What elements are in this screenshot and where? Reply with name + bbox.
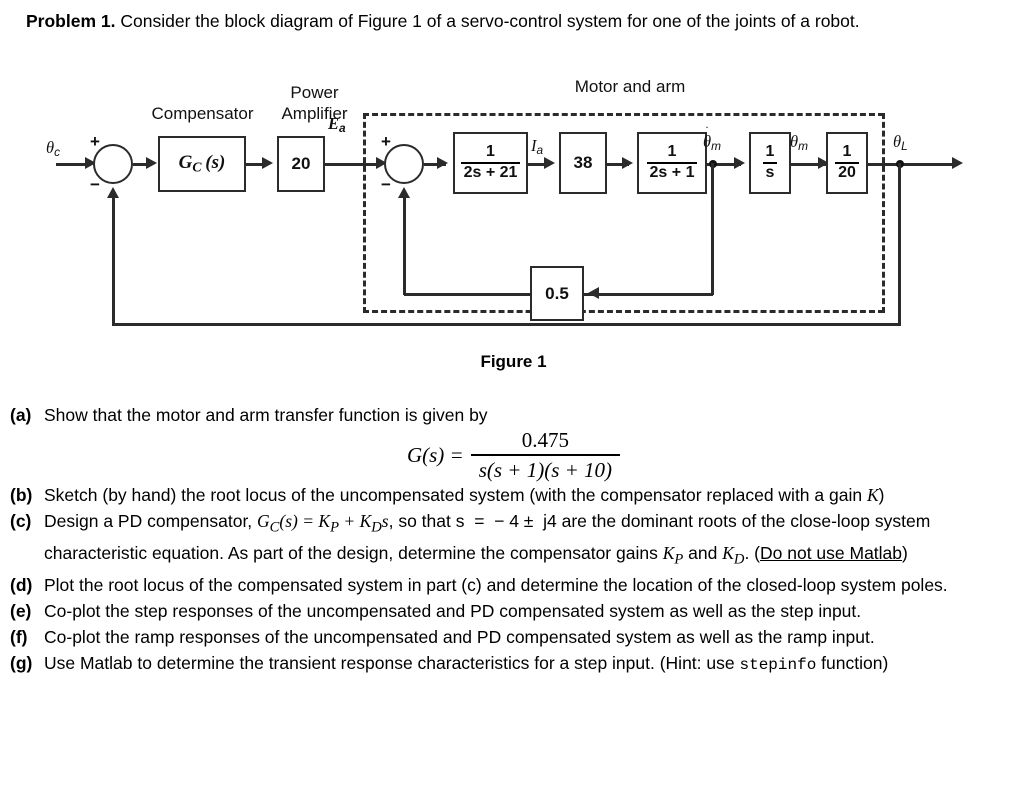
wire-mechanical-to-integrator: [707, 163, 741, 166]
arrow-into-inner-sum: [398, 187, 410, 198]
block-mechanical-dynamics: 1 2s + 1: [637, 132, 707, 194]
problem-label: Problem 1.: [26, 11, 116, 31]
list-item-f: (f) Co-plot the ramp responses of the un…: [10, 625, 1020, 650]
electrical-numerator: 1: [486, 143, 495, 161]
problem-text: Consider the block diagram of Figure 1 o…: [120, 11, 860, 31]
signal-label-ea: Ea: [328, 114, 346, 135]
item-tag-c: (c): [10, 511, 32, 531]
wire-tach-up-to-inner-sum: [403, 198, 406, 295]
label-compensator: Compensator: [151, 104, 254, 123]
label-motor-and-arm: Motor and arm: [574, 77, 686, 96]
item-tag-g: (g): [10, 653, 33, 673]
electrical-denominator: 2s + 21: [460, 162, 521, 182]
wire-compensator-to-amplifier: [246, 163, 266, 166]
item-tag-f: (f): [10, 627, 28, 647]
summing-junction-inner: [384, 144, 424, 184]
arrow-to-inner-sum: [376, 157, 387, 169]
wire-gain-to-mechanical: [607, 163, 629, 166]
item-tag-e: (e): [10, 601, 32, 621]
equation-lhs: G(s) =: [406, 442, 464, 467]
figure-caption: Figure 1: [480, 352, 547, 371]
arrow-input: [85, 157, 96, 169]
wire-amplifier-to-inner-sum: [325, 163, 381, 166]
gear-ratio-denominator: 20: [835, 162, 859, 182]
problem-statement: Problem 1. Consider the block diagram of…: [26, 8, 986, 35]
list-item-g: (g) Use Matlab to determine the transien…: [10, 651, 1020, 678]
motor-arm-boundary-bottom: [363, 310, 884, 313]
arrow-to-amplifier: [262, 157, 273, 169]
wire-electrical-to-gain: [528, 163, 550, 166]
problem-parts: (a) Show that the motor and arm transfer…: [10, 403, 1020, 679]
wire-integrator-to-gearratio: [791, 163, 826, 166]
signal-label-theta-m: θm: [790, 132, 809, 153]
list-item-c: (c) Design a PD compensator, GC(s) = KP …: [10, 509, 1020, 572]
wire-input: [56, 163, 86, 166]
block-compensator: GC (s): [158, 136, 246, 192]
block-tach-feedback: 0.5: [530, 266, 584, 321]
motor-arm-boundary-left: [363, 113, 366, 313]
arrow-to-electrical: [437, 157, 448, 169]
sign-outer-plus: +: [90, 132, 100, 151]
wire-outer-feedback-up: [112, 198, 115, 325]
list-item-a: (a) Show that the motor and arm transfer…: [10, 403, 1020, 428]
arrow-to-mechanical: [622, 157, 633, 169]
sign-inner-plus: +: [381, 132, 391, 151]
wire-outer-feedback-down: [898, 163, 901, 325]
wire-tach-takeoff-down: [711, 163, 714, 295]
item-text-a: Show that the motor and arm transfer fun…: [44, 405, 488, 425]
arrow-into-tach-block: [588, 287, 599, 299]
block-gear-ratio: 1 20: [826, 132, 868, 194]
block-torque-constant: 38: [559, 132, 607, 194]
item-text-d: Plot the root locus of the compensated s…: [44, 575, 948, 595]
wire-output: [868, 163, 958, 166]
item-text-c: Design a PD compensator, GC(s) = KP + KD…: [44, 511, 931, 567]
item-text-f: Co-plot the ramp responses of the uncomp…: [44, 627, 875, 647]
signal-label-theta-c: θc: [46, 138, 61, 159]
mechanical-numerator: 1: [667, 143, 677, 161]
item-tag-b: (b): [10, 485, 33, 505]
integrator-numerator: 1: [765, 143, 775, 161]
arrow-into-outer-sum: [107, 187, 119, 198]
wire-error-to-compensator: [133, 163, 151, 166]
block-integrator: 1 s: [749, 132, 791, 194]
summing-junction-outer: [93, 144, 133, 184]
wire-outer-feedback-bottom: [112, 323, 901, 326]
label-power-amplifier-line1: Power: [290, 83, 339, 102]
list-item-b: (b) Sketch (by hand) the root locus of t…: [10, 483, 1020, 508]
wire-tach-block-to-left: [404, 293, 530, 296]
arrow-to-integrator: [734, 157, 745, 169]
equation-denominator: s(s + 1)(s + 10): [470, 454, 621, 482]
integrator-denominator: s: [762, 162, 778, 182]
item-text-e: Co-plot the step responses of the uncomp…: [44, 601, 862, 621]
arrow-to-torque-gain: [544, 157, 555, 169]
motor-arm-boundary-top: [363, 113, 884, 116]
sign-inner-minus: −: [381, 175, 391, 194]
signal-label-ia: Ia: [531, 136, 544, 157]
motor-arm-boundary-right: [882, 113, 885, 313]
block-diagram: Compensator Power Amplifier Motor and ar…: [0, 70, 1027, 350]
arrow-to-compensator: [146, 157, 157, 169]
arrow-to-gear-ratio: [818, 157, 829, 169]
wire-inner-sum-to-electrical: [424, 163, 446, 166]
mechanical-denominator: 2s + 1: [646, 162, 698, 182]
block-electrical-dynamics: 1 2s + 21: [453, 132, 528, 194]
label-power-amplifier-line2: Amplifier: [281, 104, 348, 123]
block-power-amplifier: 20: [277, 136, 325, 192]
list-item-e: (e) Co-plot the step responses of the un…: [10, 599, 1020, 624]
list-item-d: (d) Plot the root locus of the compensat…: [10, 573, 1020, 598]
arrow-output: [952, 157, 963, 169]
item-tag-a: (a): [10, 405, 32, 425]
item-tag-d: (d): [10, 575, 33, 595]
sign-outer-minus: −: [90, 175, 100, 194]
item-text-b: Sketch (by hand) the root locus of the u…: [44, 485, 885, 505]
transfer-function-equation: G(s) = 0.475 s(s + 1)(s + 10): [0, 428, 1027, 482]
signal-label-theta-l: θL: [893, 132, 908, 153]
equation-numerator: 0.475: [521, 428, 569, 452]
wire-tach-to-block: [584, 293, 713, 296]
item-text-g: Use Matlab to determine the transient re…: [44, 653, 889, 674]
signal-label-theta-m-dot: θ̇m: [703, 132, 722, 153]
gear-ratio-numerator: 1: [842, 143, 852, 161]
